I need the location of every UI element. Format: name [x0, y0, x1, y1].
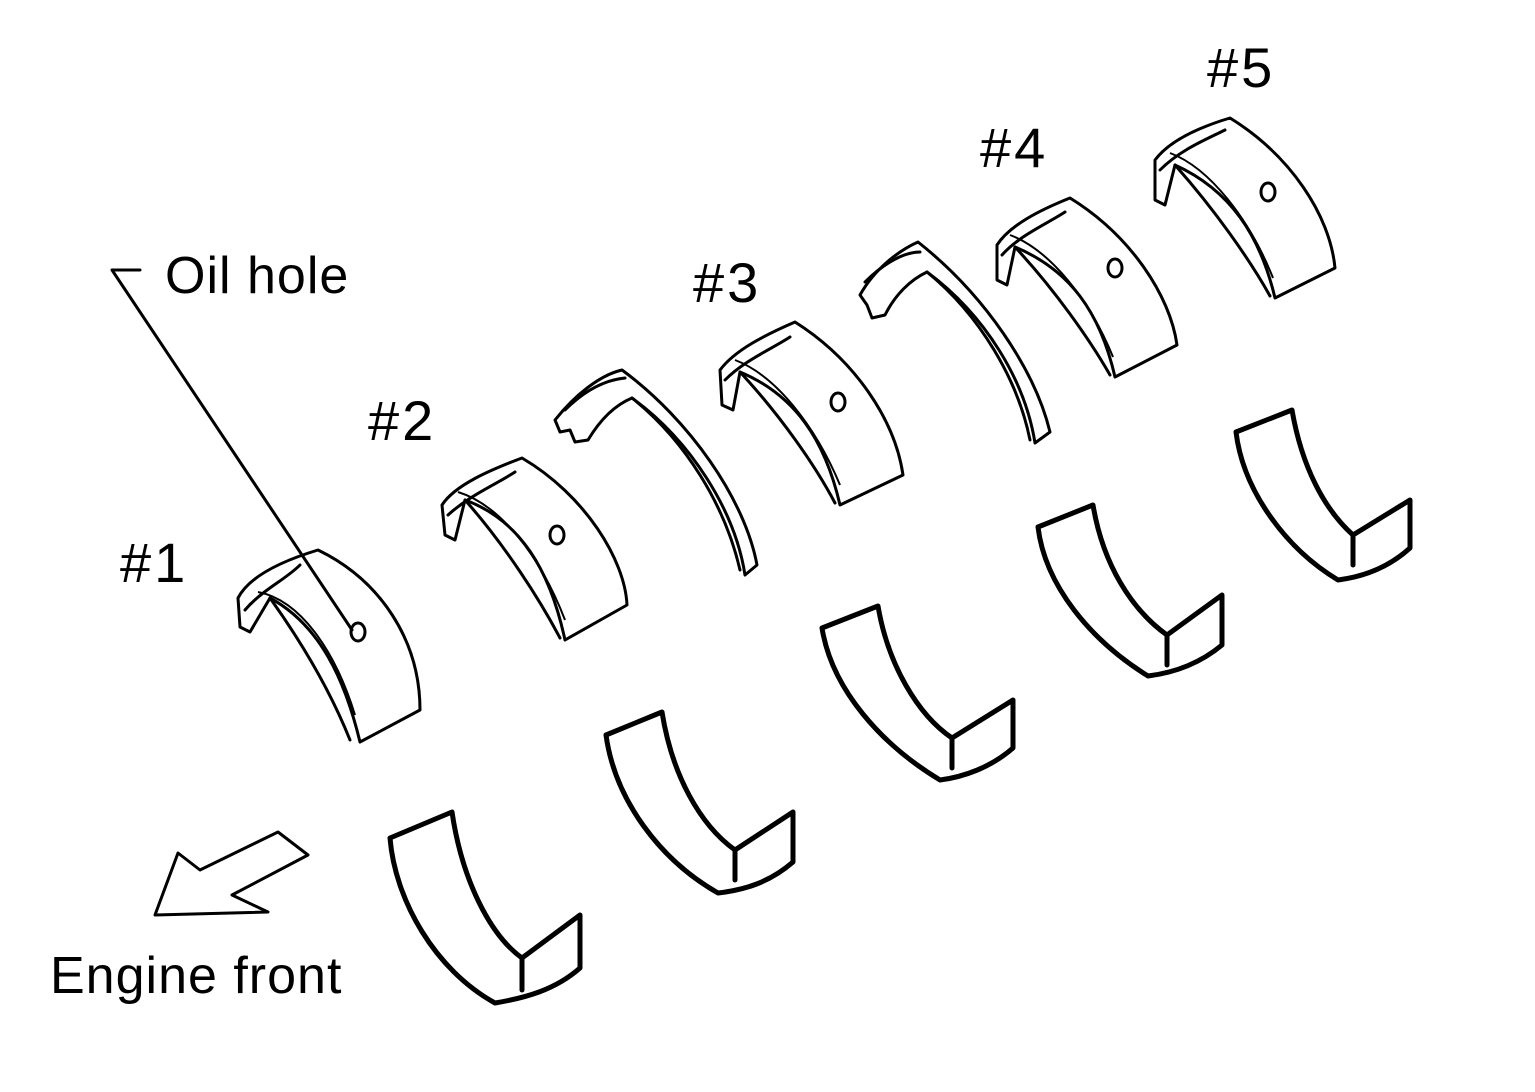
oil-hole-1 — [349, 621, 367, 643]
lower-shell-4 — [1035, 502, 1225, 679]
upper-shell-4 — [995, 196, 1179, 379]
label-bearing-4: #4 — [980, 116, 1049, 179]
label-bearing-5: #5 — [1207, 36, 1276, 99]
thrust-shell-left — [553, 368, 759, 577]
thrust-shell-right — [858, 240, 1052, 445]
oil-hole-4 — [1106, 257, 1124, 279]
upper-shell-5 — [1153, 116, 1337, 300]
label-engine-front: Engine front — [50, 947, 343, 1005]
label-oil-hole: Oil hole — [165, 247, 350, 305]
lower-shell-2 — [603, 709, 796, 896]
label-bearing-3: #3 — [693, 251, 762, 314]
oil-hole-2 — [548, 524, 566, 546]
label-bearing-2: #2 — [368, 389, 437, 452]
upper-shell-2 — [440, 456, 629, 642]
engine-front-arrow-icon — [153, 830, 310, 917]
upper-shell-1 — [236, 548, 422, 744]
lower-shell-1 — [387, 809, 583, 1006]
oil-hole-leader-line — [110, 268, 354, 632]
oil-hole-3 — [829, 391, 847, 413]
upper-shell-3 — [718, 320, 905, 507]
lower-shell-5 — [1233, 407, 1413, 583]
lower-shell-3 — [819, 603, 1016, 783]
label-bearing-1: #1 — [120, 531, 189, 594]
oil-hole-5 — [1259, 181, 1277, 203]
